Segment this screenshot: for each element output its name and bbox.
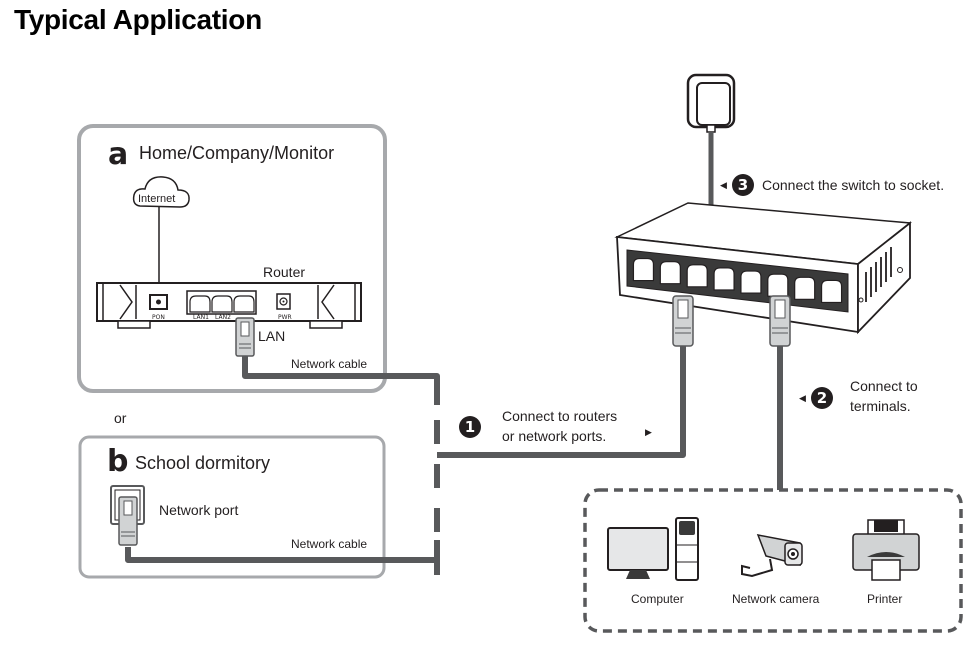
switch-port — [740, 270, 762, 294]
step-1-arrow-icon: ▶ — [645, 427, 652, 437]
lan-plug-icon — [235, 317, 255, 357]
network-cable-to-switch — [437, 345, 686, 458]
switch-plug-uplink-icon — [672, 295, 694, 347]
page-title: Typical Application — [14, 4, 262, 35]
network-cable-b — [125, 540, 440, 563]
network-cable-a — [242, 356, 440, 405]
router-port-lan2: LAN2 — [215, 314, 231, 321]
switch-port — [659, 261, 681, 285]
network-port-icon — [110, 485, 145, 546]
internet-cloud-icon — [132, 176, 190, 208]
scenario-a-box — [77, 124, 387, 393]
network-port-label: Network port — [159, 502, 239, 518]
computer-icon — [607, 517, 699, 581]
switch-port — [767, 273, 789, 297]
or-label: or — [114, 410, 127, 426]
terminals-box — [583, 488, 963, 633]
step-3-text: Connect the switch to socket. — [762, 177, 945, 193]
step-2-text-line1: Connect to — [850, 378, 918, 394]
internet-label: Internet — [138, 193, 176, 205]
switch-port — [632, 257, 655, 282]
switch-port — [686, 264, 708, 288]
step-3-arrow-icon: ◀ — [720, 180, 727, 190]
step-2-badge: 2 — [811, 387, 833, 409]
step-1-text-line2: or network ports. — [502, 428, 607, 444]
router-label: Router — [263, 264, 306, 280]
scenario-b-letter: b — [107, 444, 129, 479]
scenario-b-label: School dormitory — [135, 453, 271, 473]
printer-icon — [852, 519, 920, 581]
terminal-label-camera: Network camera — [732, 592, 820, 606]
scenario-b-box — [78, 435, 386, 579]
lan-label: LAN — [258, 328, 286, 344]
router-port-lan1: LAN1 — [193, 314, 209, 321]
router-icon — [96, 282, 362, 329]
step-1-text-line1: Connect to routers — [502, 408, 618, 424]
power-adapter-icon — [686, 73, 736, 133]
switch-port — [820, 279, 843, 304]
terminal-label-computer: Computer — [631, 592, 684, 606]
terminal-label-printer: Printer — [867, 592, 903, 606]
step-2-arrow-icon: ◀ — [799, 393, 806, 403]
router-port-pon: PON — [152, 314, 165, 321]
scenario-a-cable-label: Network cable — [291, 357, 368, 371]
scenario-b-cable-label: Network cable — [291, 537, 368, 551]
switch-port — [794, 276, 816, 300]
switch-icon — [614, 202, 912, 335]
scenario-a-letter: a — [108, 137, 129, 172]
scenario-a-label: Home/Company/Monitor — [139, 143, 335, 163]
switch-port — [713, 267, 735, 291]
step-1-badge: 1 — [459, 416, 481, 438]
camera-icon — [741, 534, 803, 578]
step-2-text-line2: terminals. — [850, 398, 911, 414]
switch-plug-terminal-icon — [769, 295, 791, 347]
step-3-badge: 3 — [732, 174, 754, 196]
router-port-pwr: PWR — [278, 314, 292, 321]
